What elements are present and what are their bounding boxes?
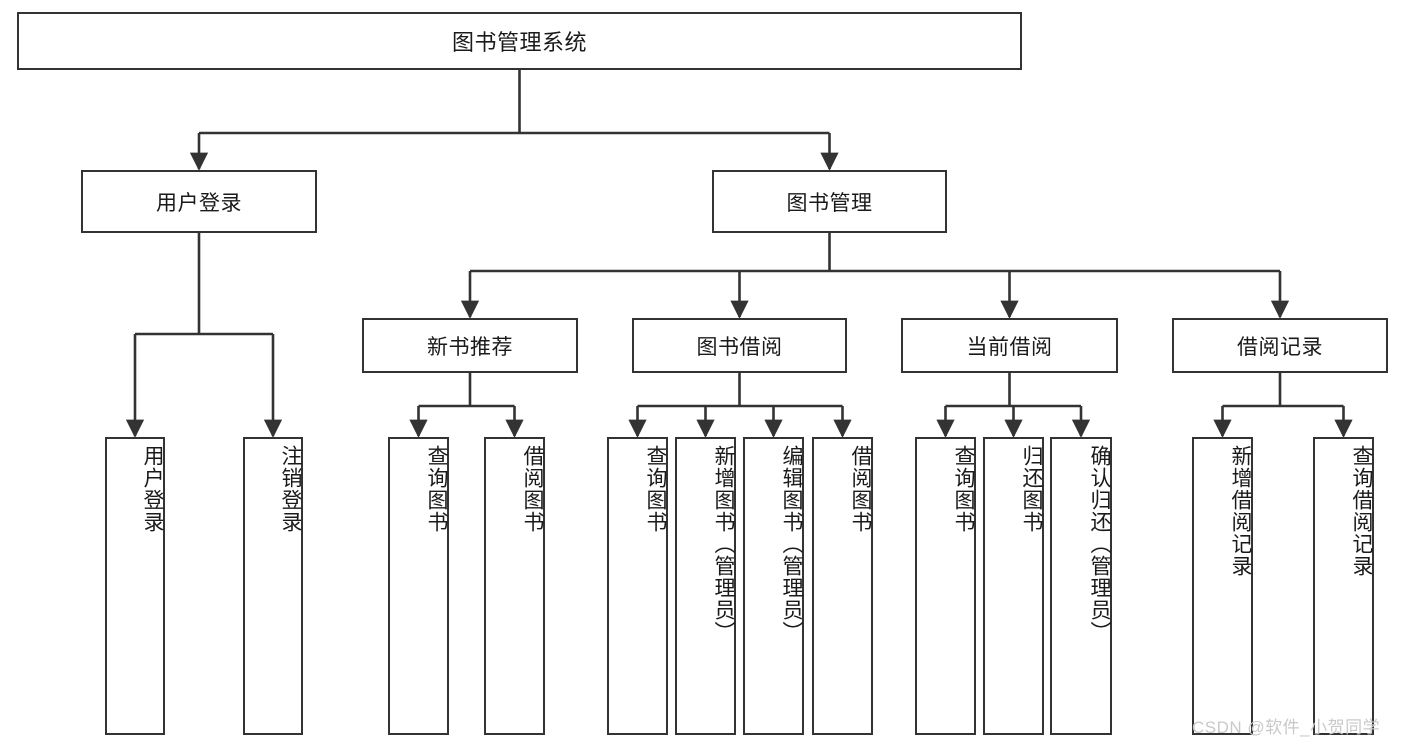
node-label: 归还图书 <box>1020 445 1043 533</box>
node-label: 查询图书 <box>425 445 448 533</box>
node-label: 用户登录 <box>156 191 242 215</box>
node-borrow-record[interactable]: 借阅记录 <box>1172 318 1388 373</box>
node-label: 借阅图书 <box>521 445 544 533</box>
node-current-return-book[interactable]: 归还图书 <box>983 437 1044 735</box>
node-book-management[interactable]: 图书管理 <box>712 170 947 233</box>
node-label: 新增借阅记录 <box>1229 445 1252 577</box>
node-record-add[interactable]: 新增借阅记录 <box>1192 437 1253 735</box>
node-user-login-do[interactable]: 用户登录 <box>105 437 165 735</box>
node-label: 编辑图书（管理员） <box>780 445 803 643</box>
node-borrow-edit-book[interactable]: 编辑图书（管理员） <box>743 437 804 735</box>
node-new-book-recommend[interactable]: 新书推荐 <box>362 318 578 373</box>
node-root[interactable]: 图书管理系统 <box>17 12 1022 70</box>
node-label: 借阅图书 <box>849 445 872 533</box>
node-label: 查询借阅记录 <box>1350 445 1373 577</box>
node-book-borrow[interactable]: 图书借阅 <box>632 318 847 373</box>
node-borrow-add-book[interactable]: 新增图书（管理员） <box>675 437 736 735</box>
node-label: 查询图书 <box>644 445 667 533</box>
watermark-label: CSDN @软件_小贺同学 <box>1192 718 1381 737</box>
node-borrow-borrow-book[interactable]: 借阅图书 <box>812 437 873 735</box>
node-label: 新增图书（管理员） <box>712 445 735 643</box>
node-user-login[interactable]: 用户登录 <box>81 170 317 233</box>
node-label: 当前借阅 <box>966 335 1053 359</box>
node-label: 新书推荐 <box>427 335 513 359</box>
node-label: 注销登录 <box>279 445 302 533</box>
node-label: 图书借阅 <box>696 335 783 359</box>
node-label: 确认归还（管理员） <box>1088 445 1111 643</box>
node-label: 用户登录 <box>141 445 164 533</box>
node-recommend-borrow-book[interactable]: 借阅图书 <box>484 437 545 735</box>
node-record-query[interactable]: 查询借阅记录 <box>1313 437 1374 735</box>
node-label: 图书管理 <box>786 191 873 215</box>
node-current-borrow[interactable]: 当前借阅 <box>901 318 1118 373</box>
node-label: 图书管理系统 <box>451 30 587 55</box>
node-current-query-book[interactable]: 查询图书 <box>915 437 976 735</box>
node-current-confirm-return[interactable]: 确认归还（管理员） <box>1050 437 1112 735</box>
node-label: 查询图书 <box>952 445 975 533</box>
node-label: 借阅记录 <box>1237 335 1323 359</box>
node-recommend-query-book[interactable]: 查询图书 <box>388 437 449 735</box>
node-borrow-query-book[interactable]: 查询图书 <box>607 437 668 735</box>
node-user-logout[interactable]: 注销登录 <box>243 437 303 735</box>
